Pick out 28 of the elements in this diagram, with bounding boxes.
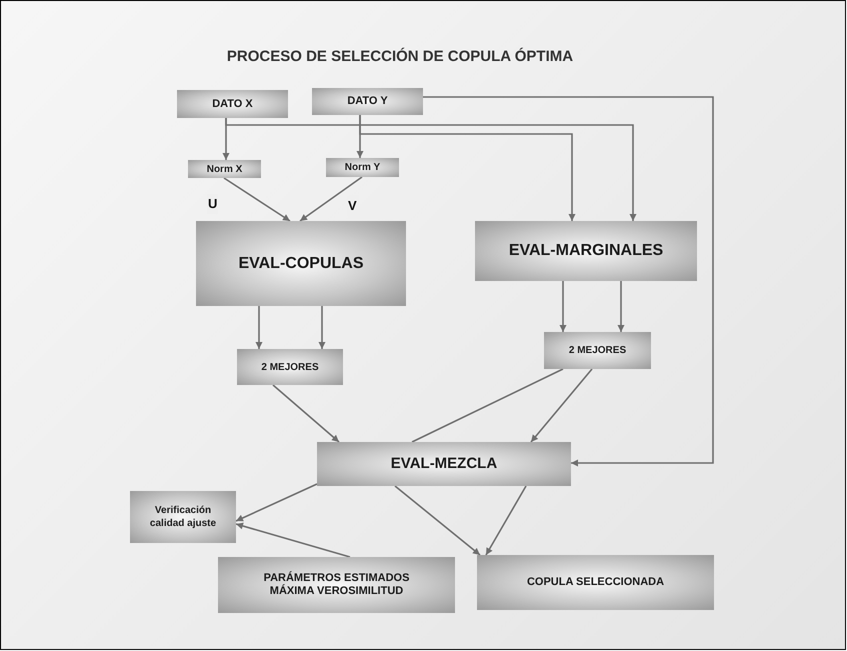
process-box: 2 MEJORES xyxy=(544,332,651,369)
process-box: Norm X xyxy=(188,160,261,178)
process-box: DATO X xyxy=(177,90,288,118)
arrow xyxy=(300,176,362,222)
arrow xyxy=(485,486,527,556)
arrow xyxy=(318,306,326,349)
process-box: COPULA SELECCIONADA xyxy=(477,555,714,610)
arrow xyxy=(530,368,593,443)
arrow xyxy=(272,384,340,443)
arrow xyxy=(560,281,566,332)
process-box: DATO Y xyxy=(312,88,423,115)
arrow xyxy=(236,483,318,522)
process-box: Norm Y xyxy=(326,158,399,177)
arrow xyxy=(236,522,350,558)
process-box: EVAL-MARGINALES xyxy=(475,221,697,281)
process-box: Verificación calidad ajuste xyxy=(130,491,236,543)
process-box: PARÁMETROS ESTIMADOS MÁXIMA VEROSIMILITUD xyxy=(218,557,455,613)
process-box: EVAL-COPULAS xyxy=(196,221,406,306)
arrow xyxy=(224,177,290,222)
process-box: EVAL-MEZCLA xyxy=(317,442,571,486)
arrow xyxy=(423,96,714,466)
arrow xyxy=(256,306,262,349)
arrow xyxy=(394,485,480,556)
arrow xyxy=(618,281,624,332)
arrow xyxy=(359,115,576,221)
diagram-title: PROCESO DE SELECCIÓN DE COPULA ÓPTIMA xyxy=(226,46,574,67)
process-box: 2 MEJORES xyxy=(237,349,343,385)
arrow xyxy=(225,118,636,221)
